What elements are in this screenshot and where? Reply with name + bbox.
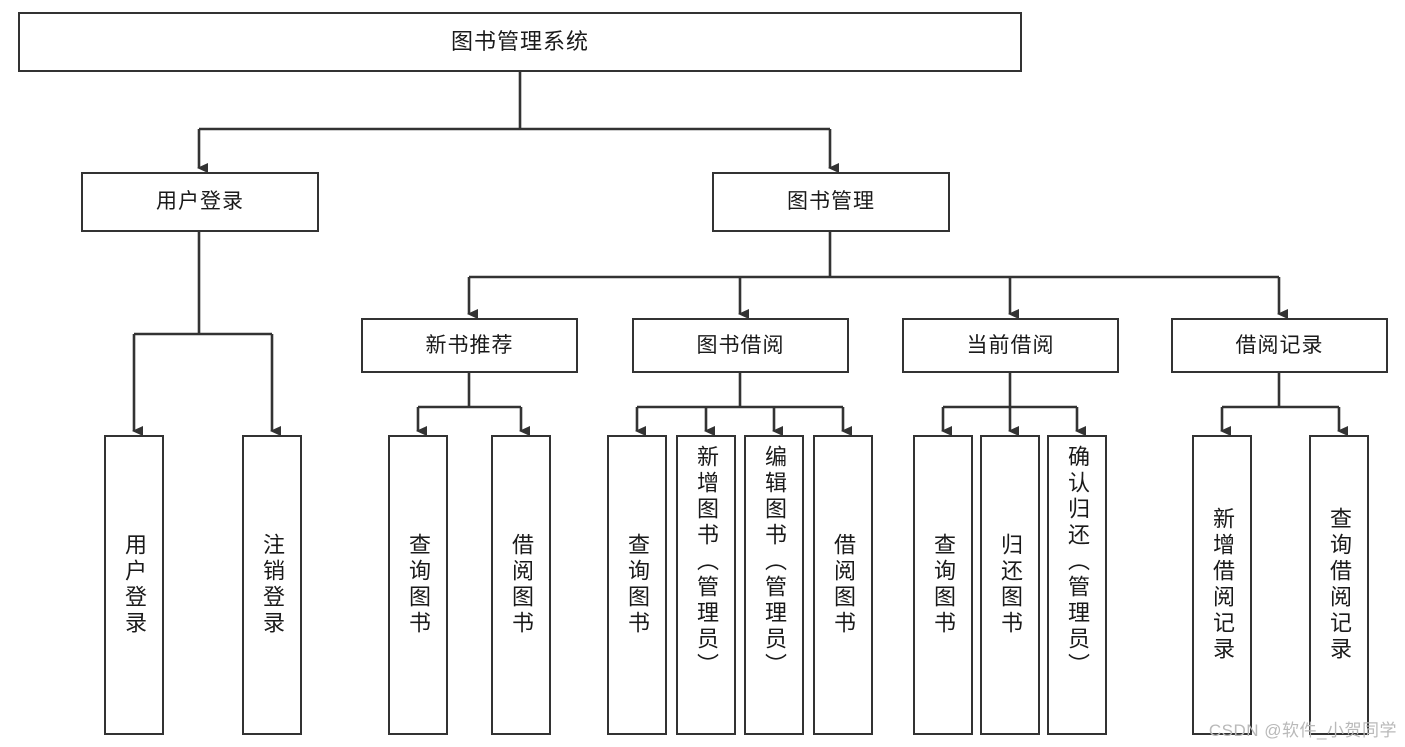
leaf-query-book-recommend[interactable]: 查询图书	[388, 435, 448, 735]
node-current-borrow[interactable]: 当前借阅	[902, 318, 1119, 373]
leaf-query-book-borrow[interactable]: 查询图书	[607, 435, 667, 735]
node-label: 图书管理系统	[450, 28, 589, 54]
leaf-edit-book-admin[interactable]: 编辑图书（管理员）	[744, 435, 804, 735]
node-label: 确认归还（管理员）	[1065, 445, 1090, 679]
node-label: 用户登录	[156, 190, 244, 214]
node-label: 编辑图书（管理员）	[762, 445, 787, 679]
node-label: 查询借阅记录	[1327, 507, 1352, 663]
node-label: 图书借阅	[696, 333, 785, 357]
leaf-user-logout[interactable]: 注销登录	[242, 435, 302, 735]
leaf-query-borrow-record[interactable]: 查询借阅记录	[1309, 435, 1369, 735]
leaf-return-book[interactable]: 归还图书	[980, 435, 1040, 735]
csdn-watermark: CSDN @软件_小贺同学	[1208, 721, 1397, 740]
node-root-book-management-system[interactable]: 图书管理系统	[18, 12, 1022, 72]
node-label: 查询图书	[931, 533, 956, 637]
node-borrow-record[interactable]: 借阅记录	[1171, 318, 1388, 373]
node-label: 借阅图书	[831, 533, 856, 637]
leaf-add-borrow-record[interactable]: 新增借阅记录	[1192, 435, 1252, 735]
node-label: 用户登录	[122, 533, 147, 637]
node-label: 新增借阅记录	[1210, 507, 1235, 663]
leaf-add-book-admin[interactable]: 新增图书（管理员）	[676, 435, 736, 735]
node-label: 查询图书	[625, 533, 650, 637]
node-label: 图书管理	[787, 190, 875, 214]
leaf-borrow-book-recommend[interactable]: 借阅图书	[491, 435, 551, 735]
node-label: 新增图书（管理员）	[694, 445, 719, 679]
node-book-borrow[interactable]: 图书借阅	[632, 318, 849, 373]
node-label: 查询图书	[406, 533, 431, 637]
node-user-login[interactable]: 用户登录	[81, 172, 319, 232]
leaf-borrow-book[interactable]: 借阅图书	[813, 435, 873, 735]
node-label: 当前借阅	[966, 333, 1055, 357]
node-label: 归还图书	[998, 533, 1023, 637]
node-label: 借阅图书	[509, 533, 534, 637]
node-label: 借阅记录	[1235, 333, 1324, 357]
node-label: 新书推荐	[425, 333, 514, 357]
node-book-management[interactable]: 图书管理	[712, 172, 950, 232]
node-label: 注销登录	[260, 533, 285, 637]
leaf-query-book-current[interactable]: 查询图书	[913, 435, 973, 735]
leaf-user-login[interactable]: 用户登录	[104, 435, 164, 735]
leaf-confirm-return-admin[interactable]: 确认归还（管理员）	[1047, 435, 1107, 735]
node-new-book-recommend[interactable]: 新书推荐	[361, 318, 578, 373]
